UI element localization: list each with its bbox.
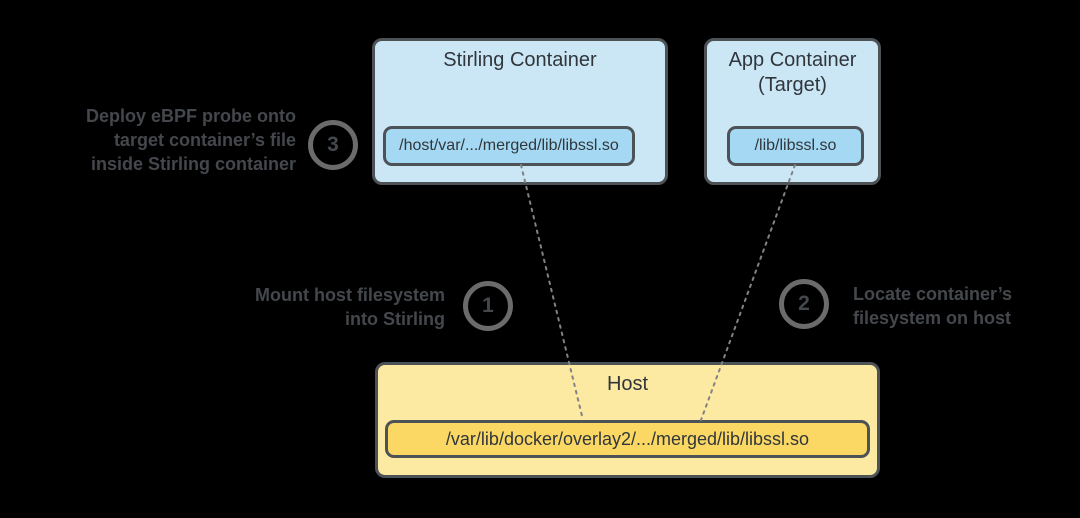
app-path-box: /lib/libssl.so	[727, 126, 864, 166]
step-1-label: Mount host filesystem into Stirling	[254, 285, 445, 329]
stirling-path-text: /host/var/.../merged/lib/libssl.so	[399, 137, 619, 154]
host-path-box: /var/lib/docker/overlay2/.../merged/lib/…	[385, 420, 870, 458]
host-box: Host /var/lib/docker/overlay2/.../merged…	[375, 362, 880, 478]
stirling-container-title: Stirling Container	[443, 49, 597, 71]
stirling-container-box: Stirling Container /host/var/.../merged/…	[372, 38, 668, 185]
step-3-label: Deploy eBPF probe onto target container’…	[85, 106, 296, 174]
host-title: Host	[606, 373, 649, 395]
step-2-circle: 2	[779, 279, 829, 329]
app-path-text: /lib/libssl.so	[754, 137, 837, 154]
app-container-title: App Container (Target)	[728, 49, 857, 96]
app-container-box: App Container (Target) /lib/libssl.so	[704, 38, 881, 185]
step-1-circle: 1	[463, 281, 513, 331]
host-path-text: /var/lib/docker/overlay2/.../merged/lib/…	[445, 428, 810, 449]
stirling-path-box: /host/var/.../merged/lib/libssl.so	[383, 126, 635, 166]
step-3-circle: 3	[308, 120, 358, 170]
step-2-label: Locate container’s filesystem on host	[853, 284, 1013, 328]
